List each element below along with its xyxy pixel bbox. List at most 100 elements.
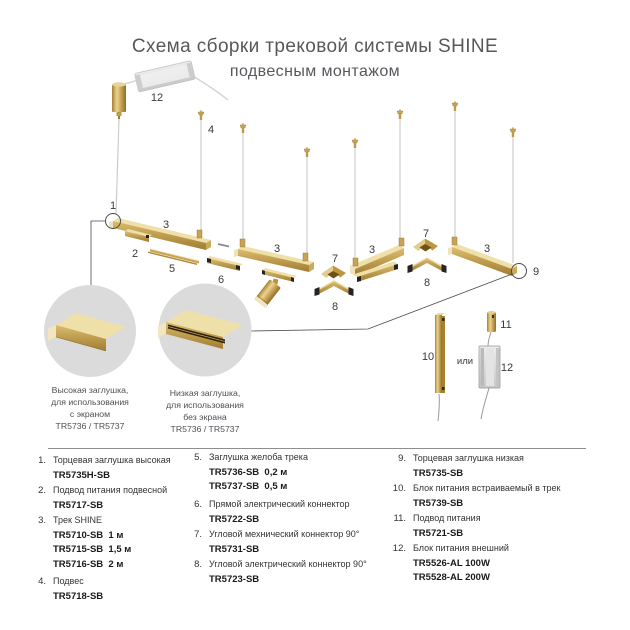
track-spotlight bbox=[254, 268, 297, 308]
callout-3d: 3 bbox=[484, 243, 490, 255]
channel-cover-strip bbox=[148, 248, 200, 265]
legend-code: TR5718-SB bbox=[53, 590, 104, 602]
legend-name: Торцевая заглушка высокая bbox=[53, 455, 171, 465]
legend-item-10: 10. Блок питания встраиваемый в трек TR5… bbox=[384, 483, 610, 511]
legend-item-5: 5. Заглушка желоба трека TR5736-SB 0,2 м… bbox=[186, 452, 386, 495]
legend-code: TR5736-SB 0,2 м bbox=[209, 466, 288, 478]
legend-item-6: 6. Прямой электрический коннектор TR5722… bbox=[186, 499, 386, 527]
legend-code: TR5739-SB bbox=[413, 497, 464, 509]
detail-bubble-low-cap bbox=[158, 283, 252, 377]
callout-8b: 8 bbox=[424, 277, 430, 289]
callout-7a: 7 bbox=[332, 253, 338, 265]
connector-bar-below-track-c bbox=[353, 261, 398, 282]
corner-electrical-connector bbox=[314, 280, 354, 296]
track-segment-a bbox=[109, 218, 211, 250]
legend-number: 9. bbox=[398, 453, 406, 464]
legend-code: TR5737-SB 0,5 м bbox=[209, 481, 288, 492]
callout-11: 11 bbox=[500, 319, 511, 331]
low-cap-line3: без экрана bbox=[183, 412, 227, 422]
legend-code: TR5526-AL 100W bbox=[413, 557, 490, 569]
legend-code: TR5710-SB 1 м bbox=[53, 529, 124, 541]
high-cap-caption: Высокая заглушка, для использования с эк… bbox=[51, 385, 129, 431]
power-feed-small bbox=[487, 311, 496, 347]
legend-code: TR5735H-SB bbox=[53, 469, 111, 481]
callout-3a: 3 bbox=[163, 219, 169, 231]
callout-9: 9 bbox=[533, 266, 539, 278]
suspension-wires bbox=[200, 111, 514, 263]
legend-code: TR5723-SB bbox=[209, 573, 260, 585]
legend-number: 10. bbox=[392, 483, 406, 494]
legend-code: TR5717-SB bbox=[53, 499, 104, 511]
detail-bubble-high-cap bbox=[44, 285, 136, 377]
gap-dash bbox=[217, 243, 230, 248]
callout-circle-9 bbox=[511, 263, 527, 279]
legend-name: Блок питания встраиваемый в трек bbox=[413, 483, 561, 493]
low-cap-line2: для использования bbox=[166, 400, 244, 410]
or-label: или bbox=[457, 356, 473, 367]
low-cap-line4: TR5736 / TR5737 bbox=[171, 424, 240, 434]
low-cap-line1: Низкая заглушка, bbox=[170, 388, 240, 398]
assembly-diagram: 1 2 3 3 3 3 4 5 6 7 7 8 8 9 10 11 12 12 … bbox=[44, 60, 539, 434]
legend-code: TR5721-SB bbox=[413, 527, 464, 539]
track-segment-c bbox=[350, 237, 405, 276]
legend-number: 6. bbox=[194, 499, 202, 510]
legend-name: Подвод питания подвесной bbox=[53, 485, 168, 495]
callout-12a: 12 bbox=[151, 92, 163, 104]
legend-item-12: 12. Блок питания внешний TR5526-AL 100W … bbox=[384, 543, 610, 586]
low-cap-caption: Низкая заглушка, для использования без э… bbox=[166, 388, 244, 434]
page-title: Схема сборки трековой системы SHINE bbox=[131, 36, 499, 57]
in-track-power-supply bbox=[435, 313, 445, 422]
legend-code: TR5735-SB bbox=[413, 467, 464, 479]
track-segment-d bbox=[448, 236, 517, 276]
callout-8a: 8 bbox=[332, 301, 338, 313]
power-feed-adapter bbox=[125, 229, 152, 242]
callout-7b: 7 bbox=[423, 228, 429, 240]
high-cap-line4: TR5736 / TR5737 bbox=[56, 421, 125, 431]
legend-name: Заглушка желоба трека bbox=[209, 452, 308, 462]
legend-number: 11. bbox=[393, 513, 406, 524]
legend-item-3: 3. Трек SHINE TR5710-SB 1 м TR5715-SB 1,… bbox=[28, 515, 200, 572]
straight-electrical-connector bbox=[207, 256, 243, 271]
legend-separator bbox=[48, 448, 586, 449]
high-cap-line1: Высокая заглушка, bbox=[52, 385, 129, 395]
callout-5: 5 bbox=[169, 263, 175, 275]
leader-line-high-cap bbox=[90, 220, 106, 286]
legend-code: TR5528-AL 200W bbox=[413, 572, 490, 583]
legend-item-8: 8. Угловой электрический коннектор 90° T… bbox=[186, 559, 386, 587]
legend-item-4: 4. Подвес TR5718-SB bbox=[28, 576, 200, 604]
legend-item-9: 9. Торцевая заглушка низкая TR5735-SB bbox=[384, 453, 610, 481]
legend-name: Подвес bbox=[53, 576, 84, 586]
legend-code: TR5716-SB 2 м bbox=[53, 558, 124, 570]
legend-number: 7. bbox=[194, 529, 202, 540]
legend-name: Угловой электрический коннектор 90° bbox=[209, 559, 367, 569]
callout-2: 2 bbox=[132, 248, 138, 260]
legend-number: 2. bbox=[38, 485, 46, 496]
track-segment-b bbox=[234, 238, 314, 272]
legend-name: Торцевая заглушка низкая bbox=[413, 453, 524, 463]
legend-name: Угловой мехнический коннектор 90° bbox=[209, 529, 360, 539]
leader-line-low-cap bbox=[249, 273, 513, 332]
callout-10: 10 bbox=[422, 351, 434, 363]
callout-3c: 3 bbox=[369, 244, 375, 256]
corner-mechanical-connector bbox=[321, 265, 346, 279]
legend-item-1: 1. Торцевая заглушка высокая TR5735H-SB bbox=[28, 455, 200, 483]
legend-name: Трек SHINE bbox=[53, 515, 102, 525]
legend-name: Прямой электрический коннектор bbox=[209, 499, 350, 509]
callout-12b: 12 bbox=[501, 362, 513, 374]
legend-item-7: 7. Угловой мехнический коннектор 90° TR5… bbox=[186, 529, 386, 557]
page-subtitle: подвесным монтажом bbox=[229, 63, 401, 80]
legend-code: TR5715-SB 1,5 м bbox=[53, 544, 132, 555]
external-driver-bottom bbox=[478, 345, 501, 420]
legend-code: TR5731-SB bbox=[209, 543, 260, 555]
callout-3b: 3 bbox=[274, 243, 280, 255]
legend-number: 1. bbox=[38, 455, 46, 466]
legend-number: 3. bbox=[38, 515, 46, 526]
callout-1: 1 bbox=[110, 200, 116, 212]
legend-number: 8. bbox=[194, 559, 202, 570]
ceiling-anchors bbox=[197, 101, 517, 157]
legend-number: 12. bbox=[392, 543, 406, 554]
pendant-power-feed bbox=[112, 82, 126, 215]
legend-number: 4. bbox=[38, 576, 46, 587]
legend-name: Подвод питания bbox=[413, 513, 481, 523]
